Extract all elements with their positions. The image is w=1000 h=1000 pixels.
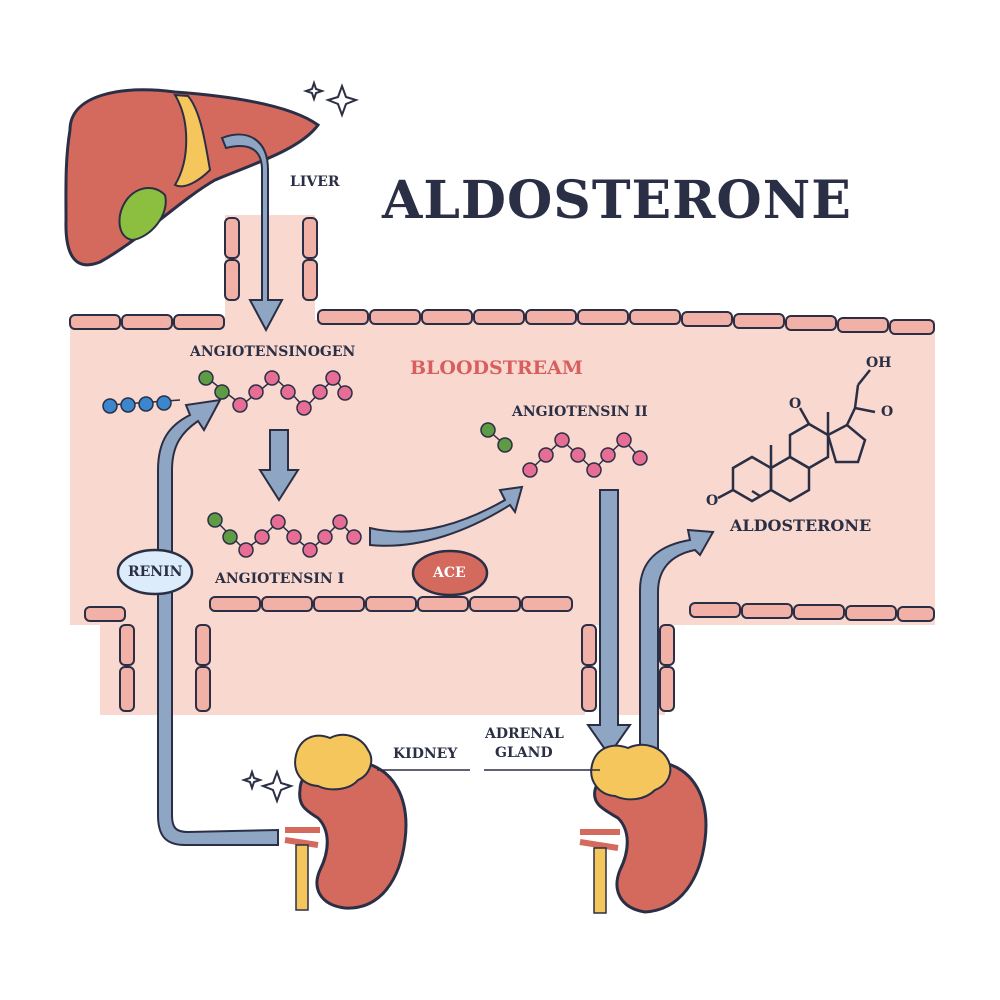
oh-label: OH <box>866 355 892 371</box>
renin-bubble <box>116 548 194 596</box>
adrenal-gland-label-line1: ADRENAL <box>485 726 564 742</box>
angiotensin-i-label: ANGIOTENSIN I <box>215 571 345 587</box>
liver <box>64 88 321 267</box>
angiotensin-i-molecule <box>207 512 362 558</box>
angiotensinogen-label: ANGIOTENSINOGEN <box>190 344 356 360</box>
ketone-o-label-2: O <box>881 404 894 420</box>
flow-arrows <box>157 133 715 846</box>
liver-label: LIVER <box>290 174 340 190</box>
bloodstream-label: BLOODSTREAM <box>410 357 583 379</box>
kidney-label: KIDNEY <box>393 746 458 762</box>
angiotensin-ii-molecule <box>480 422 648 478</box>
stock-id-watermark: 902364398 <box>0 760 34 920</box>
aldosterone-structure <box>717 369 876 503</box>
sparkle-icon <box>240 79 360 804</box>
kidney-right <box>579 743 708 914</box>
vessel-wall-bottom <box>84 596 935 712</box>
kidney-left <box>284 733 408 911</box>
angiotensin-ii-label: ANGIOTENSIN II <box>512 404 648 420</box>
page-title: ALDOSTERONE <box>382 170 852 231</box>
ace-enzyme <box>411 549 489 597</box>
ketone-o-label-1: O <box>789 396 802 412</box>
ace-label: ACE <box>433 565 466 581</box>
aldosterone-label: ALDOSTERONE <box>730 516 872 535</box>
vessel-wall-top <box>69 217 935 335</box>
ketone-o-label-3: O <box>706 493 719 509</box>
adrenal-gland-label-line2: GLAND <box>495 745 553 761</box>
renin-label: RENIN <box>128 564 183 580</box>
angiotensinogen-molecule <box>102 370 353 416</box>
